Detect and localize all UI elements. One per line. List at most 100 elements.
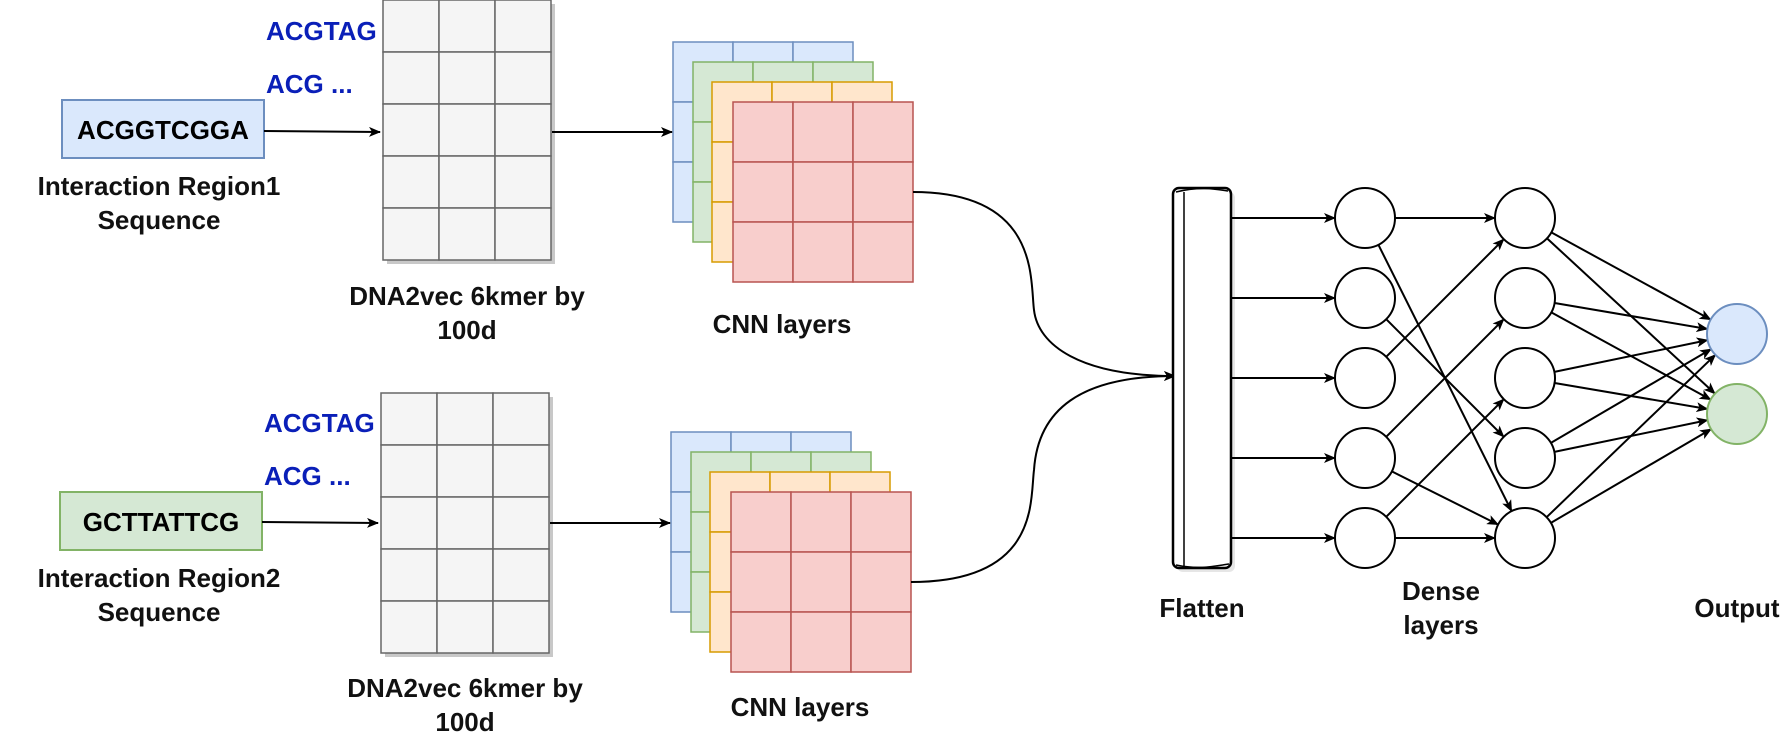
dense-network <box>1231 187 1768 569</box>
grid-cell <box>492 600 550 654</box>
grid-cell <box>436 392 494 446</box>
output-node-2 <box>1706 383 1768 445</box>
grid-cell <box>380 496 438 550</box>
output-node-1 <box>1706 303 1768 365</box>
kmer-label-1a: ACGTAG <box>266 16 377 46</box>
grid-cell <box>438 0 496 53</box>
sequence-box-2 <box>59 491 263 551</box>
cnn-layer-red-cell <box>730 611 792 673</box>
cnn-label-1: CNN layers <box>713 309 852 339</box>
kmer-label-2a: ACGTAG <box>264 408 375 438</box>
embedding-grid-2 <box>380 392 553 657</box>
cnn-layer-red-cell <box>792 101 854 163</box>
branch-1: ACGGTCGGA Interaction Region1 Sequence A… <box>38 0 1176 381</box>
cnn-layer-red-cell <box>790 491 852 553</box>
grid-cell <box>382 207 440 261</box>
grid-cell <box>436 444 494 498</box>
edge-dense2-to-output <box>1550 428 1712 524</box>
edge-dense2-to-output <box>1550 348 1712 444</box>
edge-dense2-to-output <box>1545 354 1717 518</box>
cnn-layers-stack-2 <box>670 431 912 673</box>
cnn-layer-red-cell <box>730 551 792 613</box>
cnn-layer-red-cell <box>792 221 854 283</box>
dense2-node-5 <box>1494 507 1556 569</box>
kmer-label-2b: ACG ... <box>264 461 351 491</box>
grid-cell <box>494 51 552 105</box>
grid-cell <box>492 392 550 446</box>
edge-dense1-to-dense2 <box>1391 470 1500 526</box>
grid-cell <box>382 103 440 157</box>
grid-cell <box>494 207 552 261</box>
region-label-1-line1: Interaction Region1 <box>38 171 281 201</box>
sequence-text-1: ACGGTCGGA <box>77 115 249 145</box>
grid-cell <box>492 444 550 498</box>
cnn-layer-red-cell <box>850 491 912 553</box>
grid-cell <box>382 51 440 105</box>
embedding-grid-1 <box>382 0 555 264</box>
dense1-node-5 <box>1334 507 1396 569</box>
grid-cell <box>494 155 552 209</box>
arrow-seq1-to-grid1 <box>263 126 381 137</box>
curve-cnn2-to-flatten <box>910 371 1176 583</box>
arrow-seq2-to-grid2 <box>261 517 379 528</box>
dense1-node-4 <box>1334 427 1396 489</box>
edge-dense2-to-output <box>1554 302 1709 333</box>
grid-cell <box>494 0 552 53</box>
grid-cell <box>436 600 494 654</box>
dense-label-line2: layers <box>1403 610 1478 640</box>
grid-cell <box>380 600 438 654</box>
edge-dense1-to-dense2 <box>1385 238 1505 358</box>
embedding-label-2-line1: DNA2vec 6kmer by <box>347 673 583 703</box>
grid-cell <box>382 0 440 53</box>
embedding-label-2-line2: 100d <box>435 707 494 737</box>
embedding-label-1-line1: DNA2vec 6kmer by <box>349 281 585 311</box>
dense2-node-3 <box>1494 347 1556 409</box>
cnn-layer-red-cell <box>850 551 912 613</box>
edge-dense2-to-output <box>1554 337 1709 373</box>
grid-cell <box>438 103 496 157</box>
cnn-layer-red-cell <box>852 221 914 283</box>
grid-cell <box>438 51 496 105</box>
dense2-node-1 <box>1494 187 1556 249</box>
branch-2: GCTTATTCG Interaction Region2 Sequence A… <box>38 371 1176 737</box>
output-label: Output <box>1694 593 1780 623</box>
dense2-node-2 <box>1494 267 1556 329</box>
dense-label-line1: Dense <box>1402 576 1480 606</box>
cnn-layer-red-cell <box>852 161 914 223</box>
cnn-layer-red-cell <box>732 101 794 163</box>
cnn-layer-red-cell <box>852 101 914 163</box>
flatten-layer: Flatten <box>1159 186 1245 623</box>
dense2-node-4 <box>1494 427 1556 489</box>
grid-cell <box>436 548 494 602</box>
cnn-layer-red-cell <box>790 611 852 673</box>
grid-cell <box>436 496 494 550</box>
grid-cell <box>380 548 438 602</box>
region-label-2-line2: Sequence <box>98 597 221 627</box>
cnn-layers-stack-1 <box>672 41 914 283</box>
grid-cell <box>382 155 440 209</box>
cnn-layer-red-cell <box>732 161 794 223</box>
flatten-label: Flatten <box>1159 593 1244 623</box>
sequence-text-2: GCTTATTCG <box>83 507 239 537</box>
grid-cell <box>438 207 496 261</box>
grid-cell <box>380 392 438 446</box>
grid-cell <box>380 444 438 498</box>
kmer-label-1b: ACG ... <box>266 69 353 99</box>
edge-dense1-to-dense2 <box>1385 318 1505 438</box>
curve-cnn1-to-flatten <box>912 191 1176 381</box>
edge-dense2-to-output <box>1550 231 1712 321</box>
dense1-node-3 <box>1334 347 1396 409</box>
grid-cell <box>492 496 550 550</box>
embedding-label-1-line2: 100d <box>437 315 496 345</box>
sequence-box-1 <box>61 99 265 159</box>
grid-cell <box>492 548 550 602</box>
cnn-layer-red-cell <box>790 551 852 613</box>
flatten-bar-sketch <box>1175 187 1230 569</box>
region-label-2-line1: Interaction Region2 <box>38 563 281 593</box>
grid-cell <box>438 155 496 209</box>
dense1-node-1 <box>1334 187 1396 249</box>
cnn-layer-red-cell <box>850 611 912 673</box>
cnn-layer-red-cell <box>792 161 854 223</box>
cnn-layer-red-cell <box>732 221 794 283</box>
